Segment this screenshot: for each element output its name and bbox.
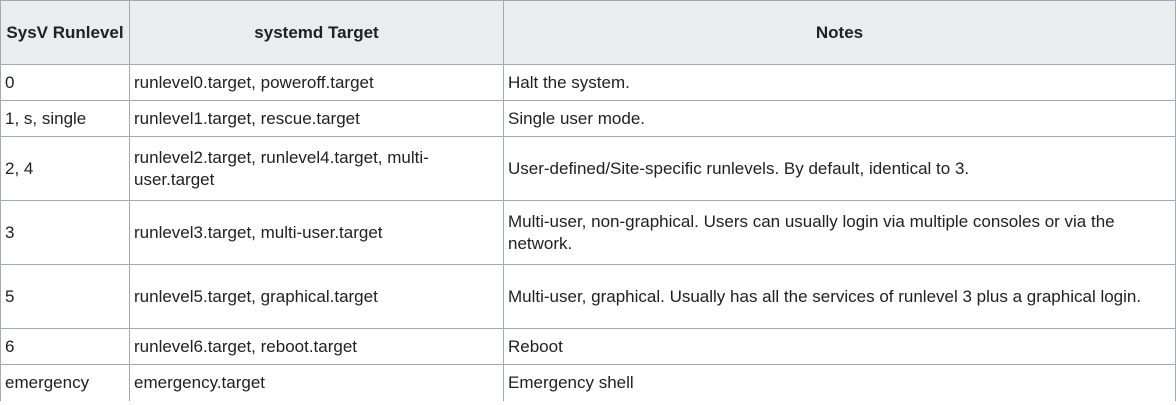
header-systemd-target: systemd Target (129, 0, 504, 65)
table-row: 2, 4 runlevel2.target, runlevel4.target,… (0, 136, 1176, 201)
target-cell: runlevel3.target, multi-user.target (129, 200, 504, 265)
table-header-row: SysV Runlevel systemd Target Notes (0, 0, 1176, 65)
notes-cell: Single user mode. (503, 100, 1176, 137)
notes-cell: Reboot (503, 328, 1176, 365)
notes-cell: Multi-user, non-graphical. Users can usu… (503, 200, 1176, 265)
target-cell: runlevel0.target, poweroff.target (129, 64, 504, 101)
target-cell: emergency.target (129, 364, 504, 401)
table-row: 0 runlevel0.target, poweroff.target Halt… (0, 64, 1176, 101)
target-cell: runlevel6.target, reboot.target (129, 328, 504, 365)
notes-cell: Multi-user, graphical. Usually has all t… (503, 264, 1176, 329)
table-row: 1, s, single runlevel1.target, rescue.ta… (0, 100, 1176, 137)
notes-cell: Emergency shell (503, 364, 1176, 401)
runlevel-cell: 3 (0, 200, 130, 265)
runlevel-cell: 2, 4 (0, 136, 130, 201)
notes-cell: Halt the system. (503, 64, 1176, 101)
table-row: 6 runlevel6.target, reboot.target Reboot (0, 328, 1176, 365)
target-cell: runlevel2.target, runlevel4.target, mult… (129, 136, 504, 201)
table-row: 5 runlevel5.target, graphical.target Mul… (0, 264, 1176, 329)
header-sysv-runlevel: SysV Runlevel (0, 0, 130, 65)
runlevel-cell: emergency (0, 364, 130, 401)
header-notes: Notes (503, 0, 1176, 65)
runlevel-cell: 0 (0, 64, 130, 101)
table-row: emergency emergency.target Emergency she… (0, 364, 1176, 401)
runlevel-cell: 5 (0, 264, 130, 329)
target-cell: runlevel5.target, graphical.target (129, 264, 504, 329)
runlevel-cell: 1, s, single (0, 100, 130, 137)
table-row: 3 runlevel3.target, multi-user.target Mu… (0, 200, 1176, 265)
notes-cell: User-defined/Site-specific runlevels. By… (503, 136, 1176, 201)
runlevel-cell: 6 (0, 328, 130, 365)
target-cell: runlevel1.target, rescue.target (129, 100, 504, 137)
